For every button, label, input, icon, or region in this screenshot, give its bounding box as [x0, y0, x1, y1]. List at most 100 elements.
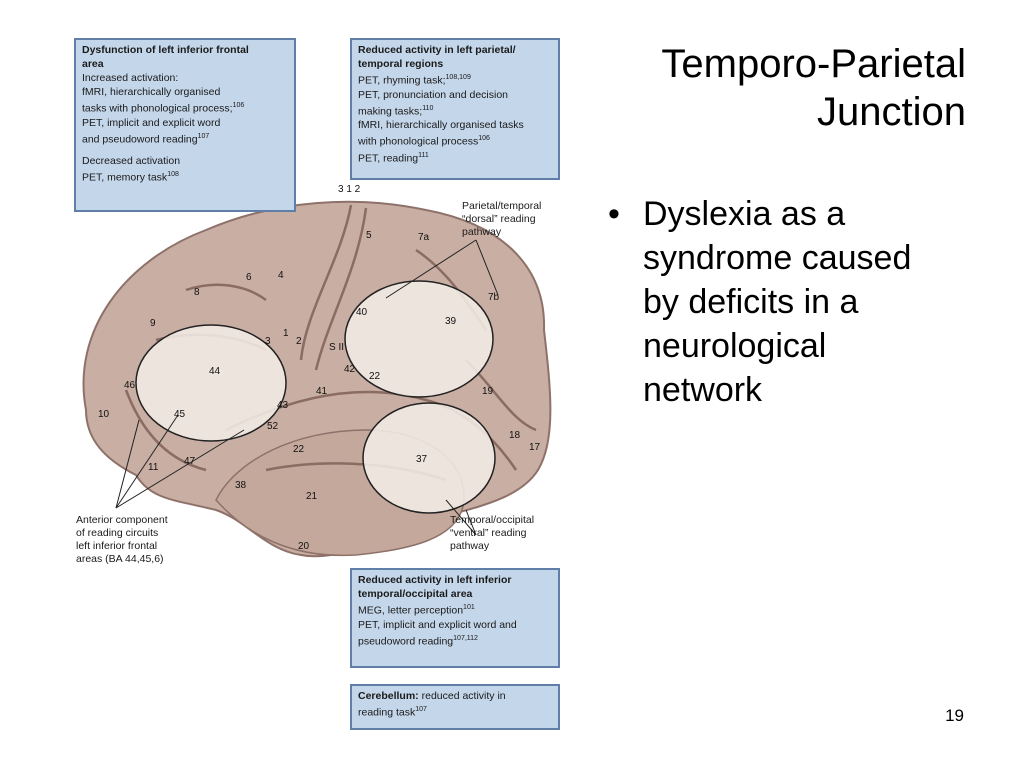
dorsal-pathway-callout: Parietal/temporal “dorsal” reading pathw… — [462, 200, 541, 239]
box-text: tasks with phonological process; — [82, 102, 233, 115]
occipital-highlight — [362, 402, 496, 514]
box-title: Dysfunction of left inferior frontal — [82, 44, 249, 56]
box-line: PET, reading111 — [358, 149, 552, 166]
area-label: 7a — [418, 232, 430, 243]
box-text: MEG, letter perception — [358, 604, 464, 617]
brain-figure: 3 1 2 8 6 4 5 7a 9 3 1 2 40 39 7b S II 4… — [66, 30, 566, 740]
citation-ref: 108 — [167, 171, 179, 178]
citation-ref: 106 — [478, 135, 490, 142]
area-label: 7b — [488, 292, 500, 303]
area-label: S II — [329, 342, 344, 353]
area-label: 40 — [356, 307, 368, 318]
bullet-line: network — [643, 371, 763, 409]
citation-ref: 108,109 — [445, 74, 471, 81]
area-label: 46 — [124, 380, 136, 391]
area-label: 19 — [482, 386, 494, 397]
box-line: Cerebellum: reduced activity in — [358, 689, 552, 703]
citation-ref: 110 — [422, 104, 434, 112]
bullet-line: by deficits in a — [643, 283, 859, 321]
area-label: 11 — [148, 462, 159, 473]
box-line: reading task107 — [358, 703, 552, 720]
box-line: with phonological process106 — [358, 132, 552, 149]
callout-line: pathway — [450, 540, 490, 552]
box-text: reading task — [358, 706, 416, 719]
bullet-list: • Dyslexia as a syndrome caused by defic… — [606, 192, 976, 412]
area-label: 22 — [293, 444, 305, 455]
callout-line: “ventral” reading — [450, 527, 527, 539]
box-text: PET, reading — [358, 152, 419, 164]
title-line-1: Temporo-Parietal — [661, 42, 966, 86]
title-line-2: Junction — [817, 90, 966, 134]
bullet-item: • Dyslexia as a syndrome caused by defic… — [606, 192, 976, 412]
box-line: and pseudoword reading107 — [82, 130, 288, 147]
citation-ref: 111 — [418, 151, 429, 159]
area-labels: 3 1 2 8 6 4 5 7a 9 3 1 2 40 39 7b S II 4… — [98, 184, 541, 552]
area-label: 18 — [509, 430, 521, 441]
callout-line: of reading circuits — [76, 527, 159, 539]
box-title: temporal/occipital area — [358, 588, 473, 600]
area-label: 41 — [316, 386, 328, 397]
bullet-dot: • — [608, 195, 620, 233]
citation-ref: 107 — [415, 706, 427, 713]
area-label: 3 — [265, 336, 271, 347]
ventral-pathway-callout: Temporal/occipital “ventral” reading pat… — [450, 514, 534, 553]
callout-line: Parietal/temporal — [462, 200, 542, 212]
box-line: PET, implicit and explicit word and — [358, 618, 517, 631]
box-title: area — [82, 58, 104, 70]
area-label: 8 — [194, 287, 200, 298]
box-text: with phonological process — [358, 135, 479, 148]
callout-line: pathway — [462, 226, 502, 238]
area-label: 39 — [445, 316, 457, 327]
pointer-lines — [115, 239, 499, 536]
box-text: pseudoword reading — [358, 635, 454, 647]
box-text: PET, memory task — [82, 171, 168, 184]
area-label: 20 — [298, 541, 310, 552]
area-label: 22 — [369, 371, 381, 382]
box-text: and pseudoword reading — [82, 133, 198, 145]
box-line: tasks with phonological process;106 — [82, 99, 288, 116]
area-label: 44 — [209, 366, 221, 377]
box-line: PET, pronunciation and decision — [358, 88, 509, 101]
area-label: 45 — [174, 409, 186, 420]
box-line: PET, implicit and explicit word — [82, 116, 221, 129]
anterior-component-callout: Anterior component of reading circuits l… — [76, 514, 168, 566]
area-label-top: 3 1 2 — [338, 184, 361, 195]
box-title: Reduced activity in left inferior — [358, 574, 512, 586]
box-line: fMRI, hierarchically organised tasks — [358, 119, 524, 131]
frontal-info-box: Dysfunction of left inferior frontal are… — [74, 38, 296, 212]
citation-ref: 106 — [232, 102, 245, 109]
bullet-line: Dyslexia as a — [643, 195, 846, 233]
area-label: 42 — [344, 364, 356, 375]
box-text: making tasks; — [358, 105, 423, 117]
page-number: 19 — [945, 706, 964, 725]
area-label: 37 — [416, 454, 428, 465]
area-label: 17 — [529, 442, 541, 453]
box-line: pseudoword reading107,112 — [358, 632, 552, 649]
area-label: 4 — [278, 270, 284, 281]
box-line: MEG, letter perception101 — [358, 601, 552, 618]
citation-ref: 107 — [197, 132, 210, 140]
area-label: 38 — [235, 480, 247, 491]
area-label: 9 — [150, 318, 156, 329]
box-title: Reduced activity in left parietal/ — [358, 44, 516, 56]
citation-ref: 101 — [463, 604, 475, 611]
callout-line: Anterior component — [76, 514, 168, 526]
parietal-highlight — [344, 280, 494, 398]
box-line: Increased activation: — [82, 72, 179, 84]
occipital-info-box: Reduced activity in left inferior tempor… — [350, 568, 560, 668]
cerebellum-info-box: Cerebellum: reduced activity in reading … — [350, 684, 560, 730]
callout-line: areas (BA 44,45,6) — [76, 553, 164, 565]
box-line: PET, memory task108 — [82, 168, 288, 185]
area-label: 5 — [366, 230, 372, 241]
box-line: fMRI, hierarchically organised — [82, 86, 221, 98]
callout-line: Temporal/occipital — [450, 514, 535, 526]
slide-title: Temporo-Parietal Junction — [586, 40, 966, 136]
bullet-line: syndrome caused — [643, 239, 912, 277]
area-label: 52 — [267, 421, 279, 432]
area-label: 10 — [98, 409, 110, 420]
area-label: 43 — [277, 400, 289, 411]
callout-line: “dorsal” reading — [462, 213, 536, 225]
area-label: 6 — [246, 272, 252, 283]
box-line: Decreased activation — [82, 155, 181, 167]
box-text: PET, rhyming task; — [358, 74, 446, 87]
